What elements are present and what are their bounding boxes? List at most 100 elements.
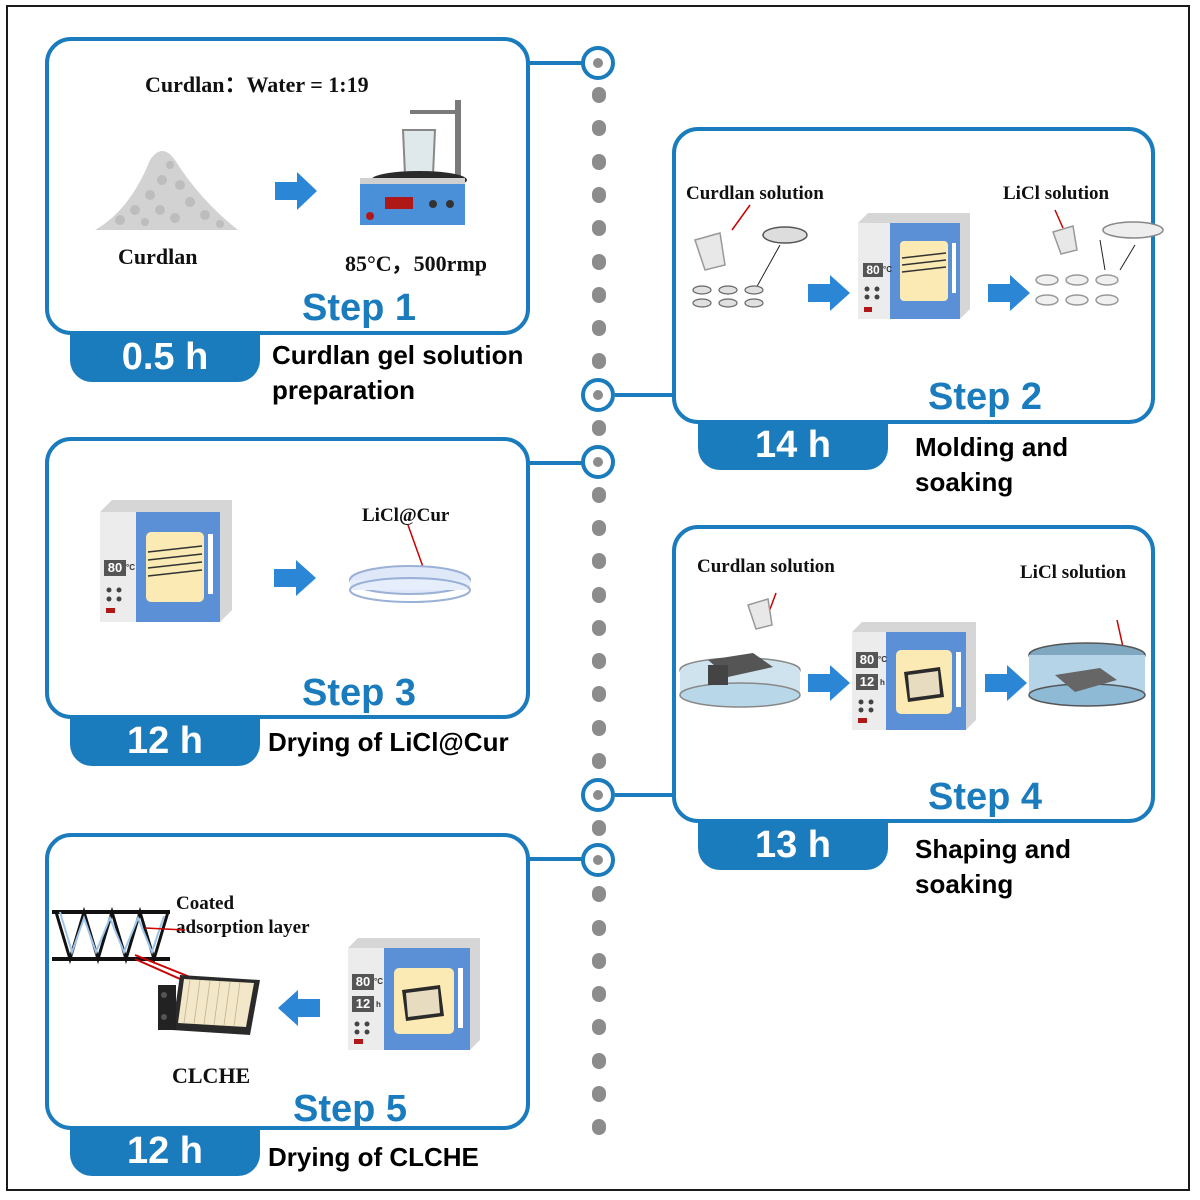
step1-label: Step 1: [302, 287, 417, 329]
step1-connector: [528, 61, 584, 65]
step5-layer-label: adsorption layer: [176, 917, 310, 938]
step5-desc-line1: Drying of CLCHE: [268, 1142, 479, 1172]
step4-label: Step 4: [928, 776, 1043, 818]
oven-temp-unit: °C: [374, 977, 383, 986]
step4-licl-bath-icon: [1028, 619, 1146, 707]
step2-description: Molding and soaking: [915, 430, 1068, 500]
step2-desc-line1: Molding and: [915, 432, 1069, 462]
oven-temp-unit: °C: [883, 265, 892, 274]
oven-time-unit: h: [880, 678, 885, 687]
step3-desc-line1: Drying of LiCl@Cur: [268, 727, 509, 757]
step4-curdlan-label: Curdlan solution: [697, 556, 835, 577]
step1-desc-line1: Curdlan gel solution: [272, 340, 524, 370]
step5-product-label: CLCHE: [172, 1063, 251, 1088]
step2-connector: [615, 393, 675, 397]
timeline-node: [581, 445, 615, 479]
timeline-dot: [592, 519, 606, 536]
step5-label: Step 5: [293, 1088, 408, 1130]
timeline-dot: [592, 1019, 606, 1036]
oven-temp-unit: °C: [126, 563, 135, 572]
oven-temp-display: 80: [355, 974, 371, 989]
timeline-dot: [592, 952, 606, 969]
step2-molds-icon: [692, 204, 808, 308]
step5-oven: 80 °C 12 h: [348, 938, 480, 1050]
step4-description: Shaping and soaking: [915, 832, 1071, 902]
step3-oven: 80 °C: [100, 500, 232, 622]
step1-powder-label: Curdlan: [118, 244, 198, 269]
step2-curdlan-label: Curdlan solution: [686, 183, 824, 204]
timeline-dot: [592, 1052, 606, 1069]
timeline-dot: [592, 186, 606, 203]
step3-description: Drying of LiCl@Cur: [268, 725, 509, 760]
timeline-dot: [592, 586, 606, 603]
oven-icon: [858, 213, 970, 319]
timeline-dot: [592, 320, 606, 337]
step2-licl-dishes-icon: [1035, 209, 1164, 306]
oven-time-unit: h: [376, 1000, 381, 1009]
timeline-dot: [592, 87, 606, 103]
timeline-dot: [592, 286, 606, 303]
timeline-dot: [592, 1119, 606, 1136]
oven-temp-display: 80: [859, 652, 875, 667]
step1-ratio-text: Curdlan：Water = 1:19: [145, 72, 369, 97]
timeline-dot: [592, 353, 606, 370]
timeline-dot: [592, 220, 606, 237]
timeline-dot: [592, 153, 606, 170]
step3-dish-label: LiCl@Cur: [362, 505, 450, 526]
step2-oven: 80 °C: [858, 213, 970, 319]
step2-label: Step 2: [928, 376, 1043, 418]
step5-coated-label: Coated: [176, 893, 235, 914]
timeline-dot: [592, 686, 606, 703]
step3-time-badge: 12 h: [70, 716, 260, 766]
step3-label: Step 3: [302, 672, 417, 714]
oven-icon: [348, 938, 480, 1050]
step4-arrow1-icon: [808, 665, 850, 701]
oven-temp-display: 80: [107, 560, 123, 575]
magnetic-stirrer-icon: [360, 100, 467, 225]
step4-oven: 80 °C 12 h: [852, 622, 976, 730]
step2-arrow2-icon: [988, 275, 1030, 311]
licl-cur-dish-icon: [349, 524, 471, 603]
step4-desc-line1: Shaping and: [915, 834, 1071, 864]
oven-icon: [100, 500, 232, 622]
timeline-node: [581, 843, 615, 877]
timeline-dot: [592, 486, 606, 503]
timeline-dot: [592, 120, 606, 137]
step1-time-badge: 0.5 h: [70, 332, 260, 382]
step1-arrow-icon: [275, 172, 317, 210]
step5-connector: [528, 857, 584, 861]
oven-time-display: 12: [859, 674, 875, 689]
step4-licl-label: LiCl solution: [1020, 562, 1127, 583]
step1-description: Curdlan gel solution preparation: [272, 338, 523, 408]
timeline-dot: [592, 653, 606, 670]
oven-temp-unit: °C: [878, 655, 887, 664]
oven-icon: [852, 622, 976, 730]
step3-connector: [528, 461, 584, 465]
figure-frame: [6, 5, 1190, 1191]
timeline-dot: [592, 1086, 606, 1102]
curdlan-powder-icon: [95, 151, 238, 230]
step4-time-badge: 13 h: [698, 820, 888, 870]
coated-fin-icon: [52, 906, 186, 965]
timeline-dot: [592, 919, 606, 936]
step3-arrow-icon: [274, 560, 316, 596]
step5-time-badge: 12 h: [70, 1126, 260, 1176]
step2-arrow1-icon: [808, 275, 850, 311]
timeline-dot: [592, 420, 606, 436]
step1-desc-line2: preparation: [272, 375, 416, 405]
timeline-dot: [592, 253, 606, 270]
timeline-dot: [592, 886, 606, 903]
step2-time-badge: 14 h: [698, 420, 888, 470]
timeline-dot: [592, 986, 606, 1003]
oven-time-display: 12: [355, 996, 371, 1011]
step5-arrow-icon: [278, 990, 320, 1026]
clche-exchanger-icon: [134, 954, 260, 1035]
step4-mold-bath-icon: [679, 592, 801, 708]
timeline-dot: [592, 719, 606, 736]
step4-connector: [615, 793, 675, 797]
step5-description: Drying of CLCHE: [268, 1140, 479, 1175]
step4-arrow2-icon: [985, 665, 1027, 701]
timeline-dot: [592, 553, 606, 570]
timeline-dot: [592, 819, 606, 836]
step4-desc-line2: soaking: [915, 869, 1014, 899]
